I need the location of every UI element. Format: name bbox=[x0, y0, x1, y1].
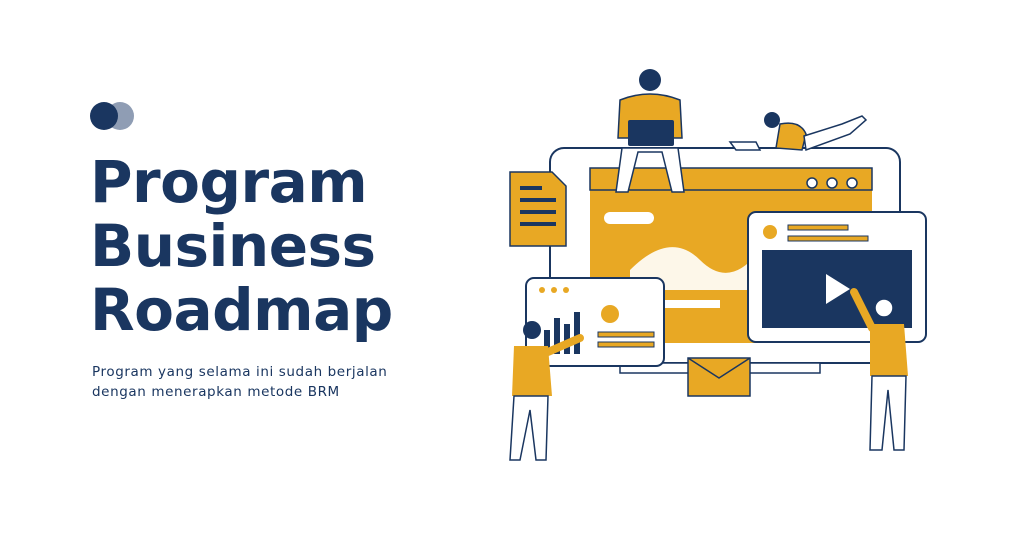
video-window bbox=[747, 211, 927, 343]
logo-dots bbox=[90, 102, 136, 134]
document-icon bbox=[509, 171, 567, 247]
person-lying bbox=[728, 112, 868, 152]
logo-dot-dark bbox=[90, 102, 118, 130]
play-icon bbox=[826, 274, 850, 304]
subtitle-line-1: Program yang selama ini sudah berjalan bbox=[92, 364, 388, 380]
title-line-3: Roadmap bbox=[90, 276, 393, 344]
page-subtitle: Program yang selama ini sudah berjalan d… bbox=[92, 362, 387, 402]
title-line-1: Program bbox=[90, 148, 368, 216]
person-left bbox=[509, 321, 584, 461]
page-title: Program Business Roadmap bbox=[90, 150, 393, 342]
title-line-2: Business bbox=[90, 212, 376, 280]
subtitle-line-2: dengan menerapkan metode BRM bbox=[92, 384, 340, 400]
person-right bbox=[850, 288, 908, 451]
bar-chart-icon bbox=[544, 312, 580, 354]
envelope-icon bbox=[687, 357, 751, 397]
hero-illustration bbox=[509, 69, 927, 461]
person-sitting bbox=[615, 69, 685, 193]
